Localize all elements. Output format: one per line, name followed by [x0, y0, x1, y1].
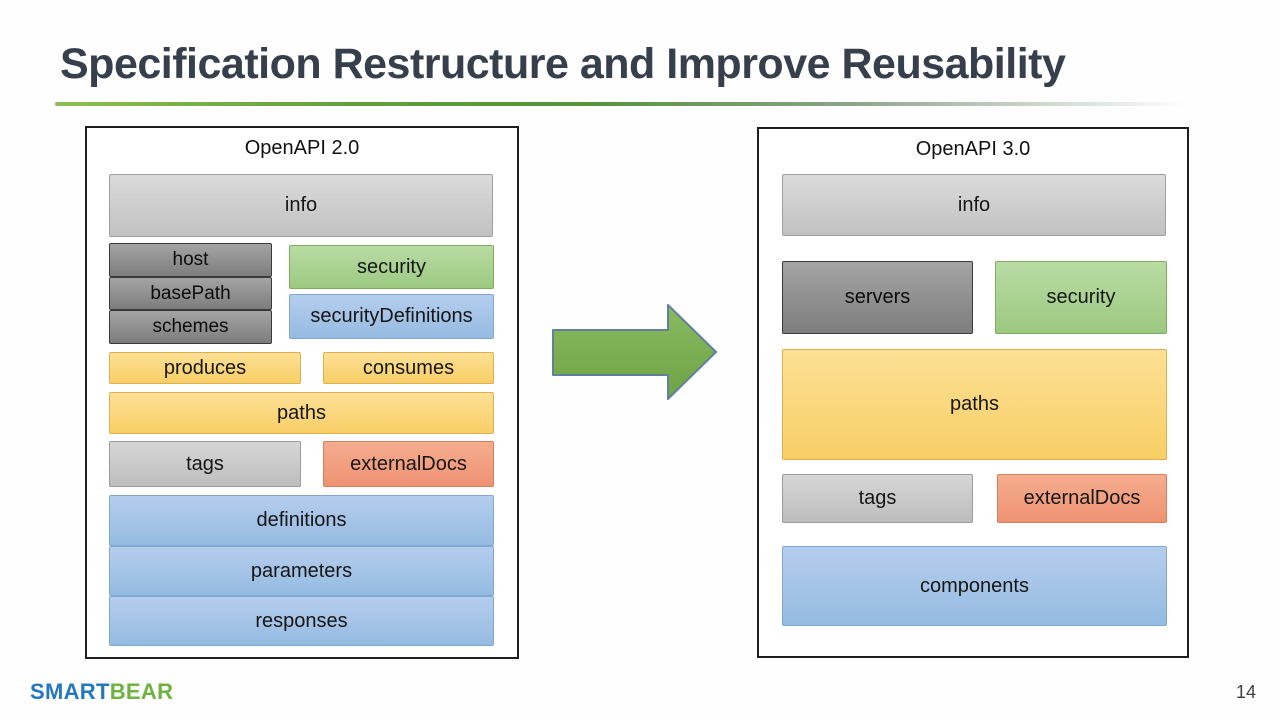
openapi2-box-info: info: [109, 174, 493, 237]
openapi3-box-servers: servers: [782, 261, 973, 334]
page-title: Specification Restructure and Improve Re…: [60, 40, 1066, 88]
right-arrow-icon: [545, 298, 725, 406]
logo-text-smart: SMART: [30, 679, 110, 704]
openapi3-box-tags: tags: [782, 474, 973, 523]
title-underline-rule: [55, 102, 1220, 106]
openapi2-box-securitydefinitions: securityDefinitions: [289, 294, 494, 339]
openapi2-box-security: security: [289, 245, 494, 289]
page-number: 14: [1235, 682, 1256, 702]
openapi2-box-paths: paths: [109, 392, 494, 434]
openapi2-box-parameters: parameters: [109, 546, 494, 596]
openapi3-box-paths: paths: [782, 349, 1167, 460]
openapi2-box-externaldocs: externalDocs: [323, 441, 494, 487]
openapi2-box-host: host: [109, 243, 272, 277]
openapi2-box-basepath: basePath: [109, 277, 272, 310]
openapi2-panel-title: OpenAPI 2.0: [244, 137, 360, 159]
openapi2-box-schemes: schemes: [109, 310, 272, 344]
openapi3-panel: OpenAPI 3.0 info servers security paths …: [757, 127, 1189, 658]
openapi2-box-consumes: consumes: [323, 352, 494, 384]
openapi2-box-definitions: definitions: [109, 495, 494, 546]
openapi3-box-info: info: [782, 174, 1166, 236]
logo-text-bear: BEAR: [109, 679, 174, 704]
openapi2-box-tags: tags: [109, 441, 301, 487]
openapi2-box-produces: produces: [109, 352, 301, 384]
openapi3-panel-title: OpenAPI 3.0: [915, 138, 1031, 160]
openapi2-panel: OpenAPI 2.0 info host basePath schemes s…: [85, 126, 519, 659]
openapi3-box-security: security: [995, 261, 1167, 334]
openapi3-box-externaldocs: externalDocs: [997, 474, 1167, 523]
openapi3-box-components: components: [782, 546, 1167, 626]
openapi2-box-responses: responses: [109, 596, 494, 646]
smartbear-logo: SMARTBEAR: [30, 679, 173, 705]
